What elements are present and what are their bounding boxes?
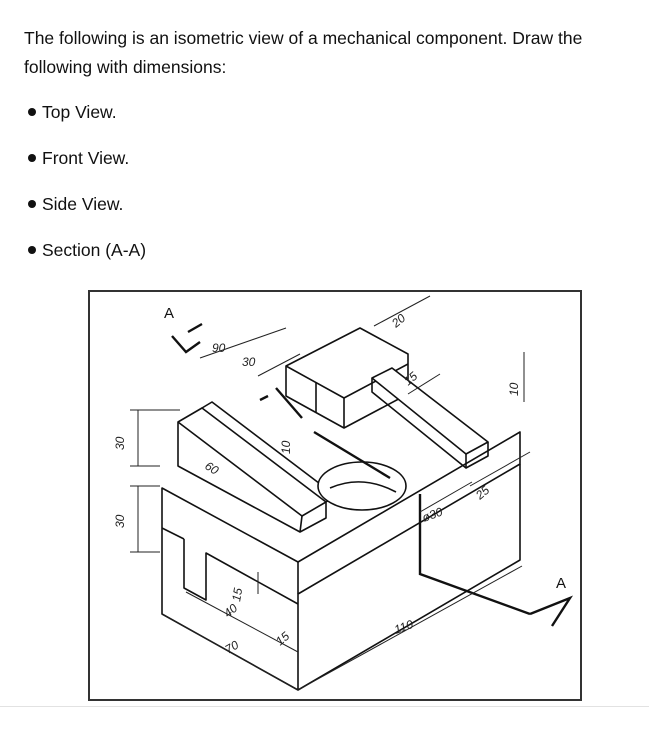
list-item-front-view: Front View. <box>28 144 146 190</box>
isometric-drawing-svg: A A 90 30 20 15 10 30 30 60 10 25 ø30 15… <box>113 295 574 691</box>
bullet-icon <box>28 200 36 208</box>
dimension-30-left-upper: 30 <box>113 436 127 450</box>
dimension-20: 20 <box>388 311 408 331</box>
list-item-side-view: Side View. <box>28 190 146 236</box>
section-label-left: A <box>164 305 174 322</box>
dimension-70: 70 <box>223 638 242 657</box>
dimension-10-mid: 10 <box>279 440 293 454</box>
list-item-top-view: Top View. <box>28 98 146 144</box>
dimension-10-right: 10 <box>507 382 521 396</box>
dimension-110: 110 <box>392 617 415 637</box>
component-outline <box>161 327 521 691</box>
dimension-lines <box>130 295 531 691</box>
instruction-text: The following is an isometric view of a … <box>24 28 583 77</box>
bullet-icon <box>28 154 36 162</box>
view-list: Top View. Front View. Side View. Section… <box>28 98 146 282</box>
list-item-label: Section (A-A) <box>42 240 147 260</box>
list-item-section-view: Section (A-A) <box>28 236 146 282</box>
dimension-30-left-lower: 30 <box>113 514 127 528</box>
dimension-30-top: 30 <box>242 355 256 369</box>
dimension-hole-diameter: ø30 <box>420 504 445 524</box>
bullet-icon <box>28 108 36 116</box>
list-item-label: Front View. <box>42 148 130 168</box>
section-plane-line <box>171 322 574 627</box>
isometric-drawing: A A 90 30 20 15 10 30 30 60 10 25 ø30 15… <box>88 290 582 701</box>
dimension-15-slot: 15 <box>229 587 245 603</box>
dimension-90: 90 <box>212 341 226 355</box>
bullet-icon <box>28 246 36 254</box>
list-item-label: Side View. <box>42 194 124 214</box>
divider <box>0 706 649 707</box>
section-label-right: A <box>556 575 566 592</box>
list-item-label: Top View. <box>42 102 117 122</box>
